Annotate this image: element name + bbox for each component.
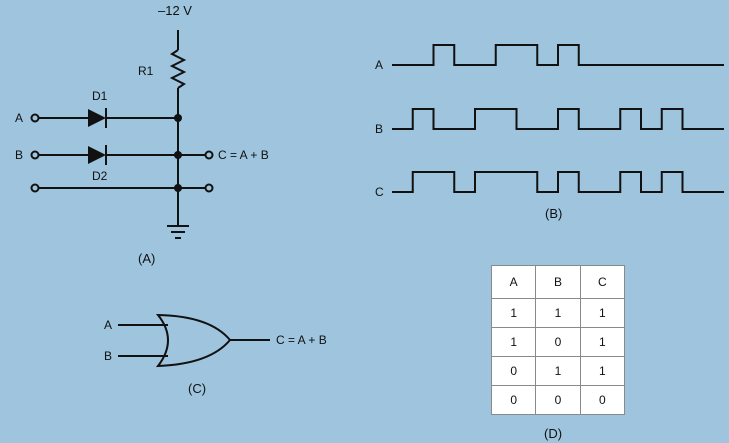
junction-node bbox=[174, 184, 182, 192]
cell: 0 bbox=[535, 327, 581, 357]
junction-node bbox=[174, 114, 182, 122]
terminal-a bbox=[30, 113, 40, 123]
diode2-label: D2 bbox=[92, 169, 108, 183]
waveform-c bbox=[392, 171, 724, 193]
waveform-b bbox=[392, 108, 724, 130]
diode1-symbol bbox=[88, 109, 106, 127]
table-row: 1 1 1 bbox=[490, 298, 626, 328]
table-header-row: A B C bbox=[490, 265, 626, 299]
ground-icon bbox=[167, 225, 189, 239]
table-row: 1 0 1 bbox=[490, 327, 626, 357]
panel-label-c: (C) bbox=[188, 381, 206, 396]
diode1-label: D1 bbox=[92, 89, 108, 103]
panel-label-a: (A) bbox=[138, 251, 155, 266]
timing-diagram: A B C bbox=[375, 44, 724, 199]
gate-input-b-label: B bbox=[104, 349, 112, 363]
waveform-a bbox=[392, 44, 724, 66]
table-row: 0 1 1 bbox=[490, 356, 626, 386]
or-gate-symbol bbox=[118, 313, 270, 368]
waveform-label-b: B bbox=[375, 122, 383, 136]
header-b: B bbox=[535, 265, 581, 299]
junction-node bbox=[174, 151, 182, 159]
resistor-r1 bbox=[169, 49, 187, 89]
cell: 1 bbox=[579, 327, 626, 357]
truth-table: A B C 1 1 1 1 0 1 0 1 1 0 0 0 bbox=[490, 265, 626, 415]
header-a: A bbox=[490, 265, 537, 299]
input-a-label: A bbox=[15, 111, 23, 125]
gate-output-label: C = A + B bbox=[276, 333, 327, 347]
input-b-label: B bbox=[15, 148, 23, 162]
diode2-symbol bbox=[88, 146, 106, 164]
table-row: 0 0 0 bbox=[490, 385, 626, 415]
cell: 1 bbox=[490, 298, 537, 328]
waveform-label-c: C bbox=[375, 185, 384, 199]
supply-label: –12 V bbox=[158, 3, 192, 18]
diode-or-circuit bbox=[38, 30, 206, 226]
header-c: C bbox=[579, 265, 626, 299]
cell: 1 bbox=[535, 356, 581, 386]
resistor-label: R1 bbox=[138, 64, 154, 78]
output-label: C = A + B bbox=[218, 148, 269, 162]
cell: 1 bbox=[535, 298, 581, 328]
cell: 0 bbox=[490, 356, 537, 386]
or-gate-body bbox=[155, 313, 232, 368]
panel-label-b: (B) bbox=[545, 206, 562, 221]
panel-label-d: (D) bbox=[544, 426, 562, 441]
cell: 1 bbox=[490, 327, 537, 357]
cell: 1 bbox=[579, 356, 626, 386]
cell: 0 bbox=[535, 385, 581, 415]
terminal-common-in bbox=[30, 183, 40, 193]
cell: 1 bbox=[579, 298, 626, 328]
terminal-common-out bbox=[204, 183, 214, 193]
waveform-label-a: A bbox=[375, 58, 383, 72]
cell: 0 bbox=[490, 385, 537, 415]
terminal-c bbox=[204, 150, 214, 160]
terminal-b bbox=[30, 150, 40, 160]
cell: 0 bbox=[579, 385, 626, 415]
gate-input-a-label: A bbox=[104, 318, 112, 332]
